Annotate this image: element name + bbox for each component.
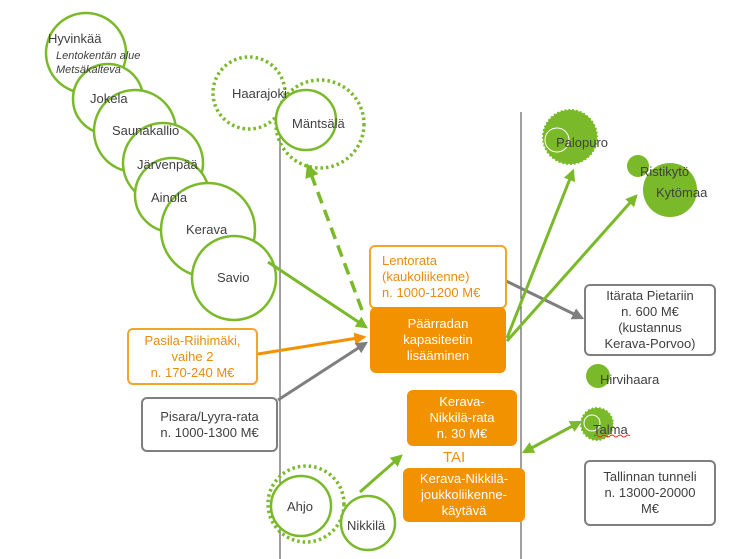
box-kerava-nikkila-joukko: Kerava-Nikkilä- joukkoliikenne- käytävä	[403, 468, 525, 522]
label-hirvihaara: Hirvihaara	[600, 372, 660, 387]
label-nikkila: Nikkilä	[347, 518, 386, 533]
circle-ristikyto	[627, 155, 649, 177]
circle-savio	[190, 234, 278, 322]
label-ainola: Ainola	[151, 190, 188, 205]
label-tai: TAI	[443, 449, 466, 466]
label-mantsala: Mäntsälä	[292, 116, 345, 131]
label-hyvinkaa: Hyvinkää	[48, 31, 102, 46]
label-saunakallio: Saunakallio	[112, 123, 180, 138]
arrow-to-kytomaa	[505, 194, 638, 342]
label-ristikyto: Ristikytö	[640, 164, 690, 179]
label-jarvenpaa: Järvenpää	[137, 157, 198, 172]
label-palopuro: Palopuro	[556, 135, 609, 150]
label-talma: Talma	[593, 422, 628, 437]
circle-ahjo-inner	[269, 474, 333, 538]
box-pasila: Pasila-Riihimäki, vaihe 2 n. 170-240 M€	[127, 328, 258, 385]
label-hyvinkaa-note-1: Lentokentän alue	[56, 50, 141, 62]
circle-hirvihaara	[586, 364, 610, 388]
circle-talma-inner	[583, 414, 601, 432]
box-itarata: Itärata Pietariin n. 600 M€ (kustannus K…	[584, 284, 716, 356]
circle-nikkila	[339, 494, 397, 552]
box-pisara: Pisara/Lyyra-rata n. 1000-1300 M€	[141, 397, 278, 452]
label-jokela: Jokela	[90, 91, 128, 106]
circle-palopuro-inner	[544, 127, 570, 153]
arrow-dashed-to-mantsala	[305, 163, 364, 311]
arrow-nikkila-to-rata	[359, 454, 403, 494]
box-kerava-nikkila-rata: Kerava- Nikkilä-rata n. 30 M€	[407, 390, 517, 446]
label-kerava: Kerava	[186, 222, 228, 237]
label-ahjo: Ahjo	[287, 499, 314, 514]
box-paaradan: Päärradan kapasiteetin lisääminen	[370, 307, 506, 373]
arrow-savio-to-paaradan	[267, 260, 369, 329]
arrow-pisara-to-paaradan	[277, 341, 369, 402]
box-tallinna: Tallinnan tunneli n. 13000-20000 M€	[584, 460, 716, 526]
arrow-talma-double	[521, 420, 583, 454]
label-savio: Savio	[217, 270, 250, 285]
arrow-to-palopuro	[505, 168, 576, 339]
circle-mantsala-inner	[274, 88, 338, 152]
circle-kytomaa	[643, 163, 697, 217]
label-kytomaa: Kytömaa	[656, 185, 708, 200]
circle-haarajoki	[211, 55, 287, 131]
circle-ahjo	[266, 464, 346, 544]
label-haarajoki: Haarajoki	[232, 86, 287, 101]
box-lentorata: Lentorata (kaukoliikenne) n. 1000-1200 M…	[369, 245, 507, 309]
label-hyvinkaa-note-2: Metsäkalteva	[56, 64, 121, 76]
arrow-pasila-to-paaradan	[257, 332, 367, 356]
spellcheck-underline	[593, 434, 631, 438]
